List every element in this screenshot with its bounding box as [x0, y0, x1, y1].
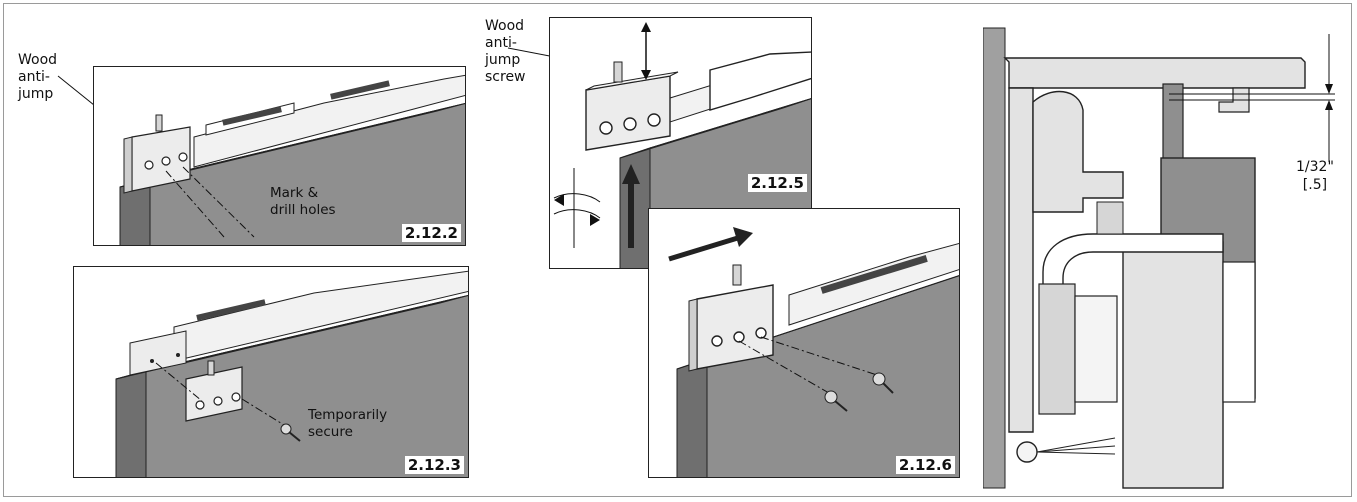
rotate-arrow-icon — [553, 168, 601, 248]
anti-jump-block — [696, 284, 774, 370]
screw-path — [760, 336, 878, 376]
door-edge — [619, 147, 651, 268]
callout-line: screw — [485, 69, 526, 85]
carriage-slot — [222, 106, 282, 126]
dimension-line: [.5] — [1302, 177, 1328, 193]
door-top — [619, 98, 811, 159]
door-edge — [676, 358, 708, 477]
note-line: Mark & — [270, 185, 319, 201]
gap-dimension-label: 1/32" [.5] — [1296, 158, 1334, 194]
adjust-up-down-arrow-icon — [641, 22, 651, 80]
section-view — [983, 27, 1335, 489]
panel-2-12-2: Mark & drill holes 2.12.2 — [93, 66, 466, 246]
anti-jump-block-top — [585, 71, 679, 91]
screw-hole — [195, 400, 205, 410]
callout-wood-anti-jump-screw: Wood anti- jump screw — [485, 18, 526, 86]
carriage-slot — [196, 299, 266, 321]
door-clip — [1222, 261, 1256, 403]
note-line: Temporarily — [308, 407, 388, 423]
panel-2-12-2-illustration — [119, 74, 465, 245]
anti-jump-block-side — [688, 298, 698, 372]
screw-hole — [711, 335, 723, 347]
roller-assembly — [1038, 283, 1076, 415]
screw-hole — [161, 156, 171, 166]
carriage-slot — [330, 80, 390, 100]
note-line: secure — [308, 424, 353, 440]
door-edge — [115, 370, 147, 477]
seal-section — [1016, 441, 1038, 463]
callout-line: jump — [485, 52, 521, 68]
drill-centerline — [165, 170, 225, 238]
wood-screw-icon — [872, 372, 894, 394]
door-section — [1122, 241, 1224, 489]
screw-hole — [733, 331, 745, 343]
carriage-end — [129, 330, 187, 376]
screw-hole — [144, 160, 154, 170]
callout-line: anti- — [18, 69, 50, 85]
panel-2-12-6: 2.12.6 — [648, 208, 960, 478]
step-number: 2.12.6 — [895, 456, 955, 474]
screw-hole — [178, 152, 188, 162]
note-line: drill holes — [270, 202, 336, 218]
outer-frame — [3, 3, 1352, 497]
callout-line: Wood — [18, 52, 58, 68]
adjust-bolt — [1096, 201, 1124, 235]
callout-wood-anti-jump: Wood anti- jump — [18, 52, 57, 103]
pilot-hole — [176, 353, 180, 357]
wood-screw-icon — [824, 390, 848, 412]
drill-centerline — [155, 362, 203, 402]
seal-brush-icon — [1036, 437, 1116, 455]
screw-hole — [231, 392, 241, 402]
screw-hole — [623, 117, 637, 131]
screw-hole — [755, 327, 767, 339]
slide-direction-arrow-icon — [668, 227, 753, 262]
screw-hole — [599, 121, 613, 135]
note-mark-drill: Mark & drill holes — [270, 185, 336, 219]
step-number: 2.12.2 — [401, 224, 461, 242]
panel-2-12-3: Temporarily secure 2.12.3 — [73, 266, 469, 478]
dimension-line: 1/32" — [1296, 159, 1334, 175]
callout-line: Wood — [485, 18, 525, 34]
wall-section — [983, 27, 1006, 489]
screw-path — [738, 340, 830, 394]
panel-2-12-3-illustration — [115, 270, 468, 477]
header-track-top — [1003, 57, 1306, 89]
anti-jump-screw — [613, 61, 623, 83]
callout-line: jump — [18, 86, 54, 102]
dimension-arrow-icon — [1325, 34, 1333, 162]
carriage-slot — [820, 255, 928, 294]
step-number: 2.12.5 — [747, 174, 807, 192]
step-number: 2.12.3 — [404, 456, 464, 474]
pilot-hole — [150, 359, 154, 363]
screw-hole — [213, 396, 223, 406]
anti-jump-screw — [155, 114, 163, 132]
track-back-wall — [1008, 87, 1034, 433]
drill-centerline — [182, 166, 255, 238]
panel-2-12-6-illustration — [668, 227, 959, 477]
callout-line: anti- — [485, 35, 517, 51]
track-carriage — [193, 74, 465, 168]
anti-jump-block-side — [123, 136, 133, 194]
roller-wheel — [1074, 295, 1118, 403]
track-rail — [1032, 90, 1124, 213]
anti-jump-screw-section — [1162, 83, 1184, 171]
wood-screw-icon — [280, 423, 301, 442]
anti-jump-screw — [207, 360, 215, 376]
carriage-end — [709, 51, 811, 111]
note-temporarily-secure: Temporarily secure — [308, 407, 387, 441]
screw-hole — [647, 113, 661, 127]
lift-up-arrow-icon — [622, 164, 640, 248]
anti-jump-screw — [732, 264, 742, 286]
